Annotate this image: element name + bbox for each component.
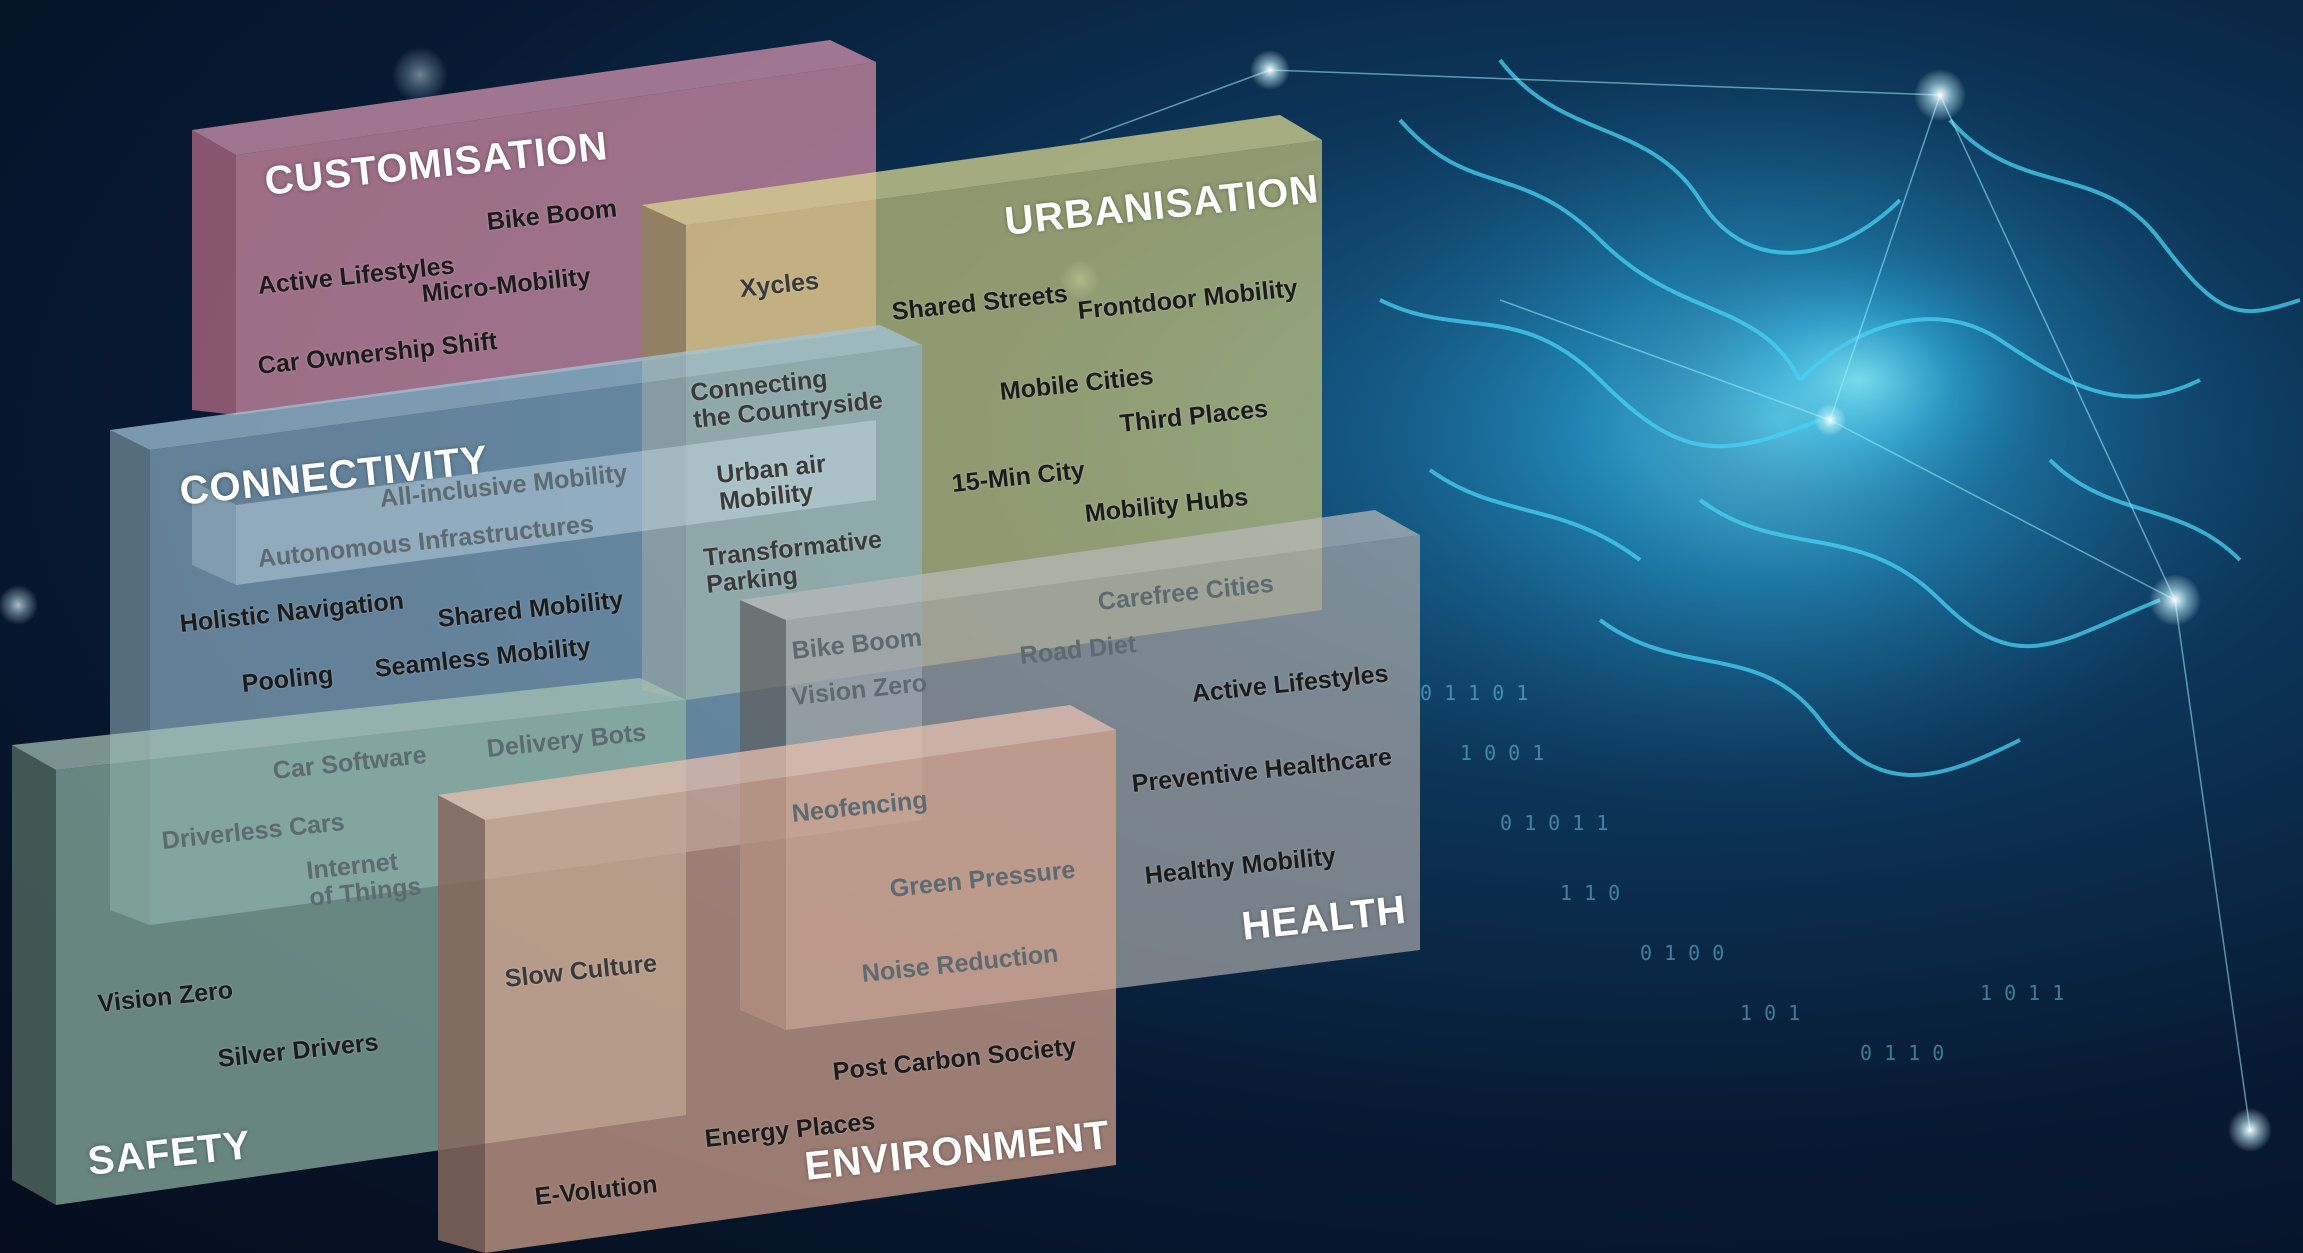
svg-text:0 1 0 1 1: 0 1 0 1 1 — [1500, 811, 1608, 835]
svg-text:0 1 1 0 1: 0 1 1 0 1 — [1420, 681, 1528, 705]
environment-panel — [438, 705, 1116, 1253]
svg-text:0 1 0 0: 0 1 0 0 — [1640, 941, 1724, 965]
urbanisation-item-urban-air-mobility: Urban air Mobility — [715, 449, 828, 516]
svg-text:1 0 1 1: 1 0 1 1 — [1980, 981, 2064, 1005]
neural-network-graphic: 0 1 1 0 1 1 0 0 1 0 1 0 1 1 1 1 0 0 1 0 … — [0, 0, 2301, 1152]
svg-text:1 0 0 1: 1 0 0 1 — [1460, 741, 1544, 765]
svg-text:1 1 0: 1 1 0 — [1560, 881, 1620, 905]
svg-text:1 0 1: 1 0 1 — [1740, 1001, 1800, 1025]
svg-text:0 1 1 0: 0 1 1 0 — [1860, 1041, 1944, 1065]
connectivity-inner-plate — [192, 420, 876, 585]
